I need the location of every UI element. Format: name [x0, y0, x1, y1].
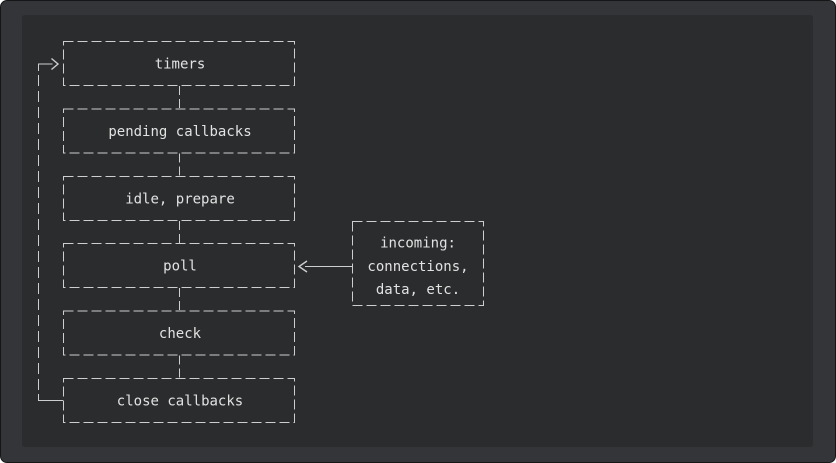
phase-box-idle-prepare — [63, 176, 295, 221]
incoming-arrowhead-icon — [297, 260, 308, 273]
phase-boxes — [63, 41, 295, 423]
incoming-box-line-2: connections, — [367, 259, 468, 275]
phase-box-check — [63, 310, 295, 356]
phase-label-check: check — [159, 326, 202, 342]
phase-labels: timers pending callbacks idle, prepare p… — [108, 57, 251, 410]
phase-box-poll — [63, 243, 295, 288]
phase-box-close-callbacks — [63, 378, 295, 423]
phase-label-pending-callbacks: pending callbacks — [108, 124, 251, 140]
phase-label-close-callbacks: close callbacks — [117, 394, 243, 410]
loop-arrowhead-icon — [51, 57, 60, 71]
phase-box-pending-callbacks — [63, 108, 295, 154]
loop-top-corner-line — [38, 63, 53, 71]
incoming-box — [352, 221, 484, 306]
loop-back-arrow — [38, 57, 63, 401]
code-panel — [22, 15, 813, 447]
phase-label-timers: timers — [155, 57, 206, 73]
phase-label-idle-prepare: idle, prepare — [125, 192, 235, 208]
incoming-box-line-1: incoming: — [380, 236, 456, 252]
phase-box-timers — [63, 41, 295, 86]
phase-label-poll: poll — [163, 259, 197, 275]
incoming-group: incoming: connections, data, etc. — [297, 221, 484, 306]
incoming-box-line-3: data, etc. — [376, 282, 460, 298]
loop-bottom-corner-line — [38, 394, 63, 401]
